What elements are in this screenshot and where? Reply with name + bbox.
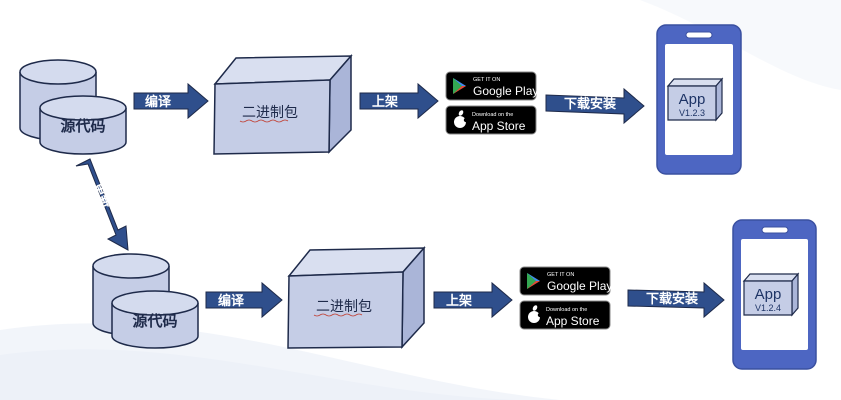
binary-package-box-updated: 二进制包	[287, 246, 426, 349]
compile-label: 编译	[218, 293, 245, 309]
app-store-small-text: Download on the	[472, 112, 513, 118]
download-arrow: 下载安装	[627, 281, 725, 319]
app-store-badge[interactable]: Download on the App Store	[445, 105, 537, 135]
app-store-big-text: App Store	[546, 314, 600, 328]
app-box: App V1.2.4	[742, 272, 800, 317]
compile-arrow: 编译	[205, 281, 283, 319]
google-play-badge[interactable]: GET IT ON Google Play	[519, 266, 612, 296]
binary-package-label: 二进制包	[242, 105, 298, 121]
update-label: 更新	[89, 180, 114, 210]
publish-arrow: 上架	[433, 281, 513, 319]
google-play-big-text: Google Play	[473, 84, 538, 98]
google-play-badge[interactable]: GET IT ON Google Play	[445, 71, 538, 101]
app-store-badge[interactable]: Download on the App Store	[519, 300, 611, 330]
compile-arrow: 编译	[133, 82, 209, 120]
app-name: App	[755, 286, 782, 303]
apple-icon	[528, 305, 543, 323]
app-version: V1.2.4	[755, 303, 781, 313]
app-version: V1.2.3	[679, 108, 705, 118]
publish-label: 上架	[446, 293, 472, 309]
app-store-big-text: App Store	[472, 119, 526, 133]
source-code-database-updated: 源代码	[92, 253, 199, 349]
phone-device-updated: App V1.2.4	[732, 219, 817, 370]
binary-package-box: 二进制包	[213, 54, 353, 155]
app-name: App	[679, 91, 706, 108]
source-code-label: 源代码	[60, 117, 105, 135]
phone-device: App V1.2.3	[656, 24, 742, 175]
compile-label: 编译	[145, 94, 172, 110]
google-play-big-text: Google Play	[547, 279, 612, 293]
binary-package-label: 二进制包	[316, 299, 372, 315]
update-arrow: 更新	[75, 158, 129, 251]
apple-icon	[454, 110, 469, 128]
source-code-database: 源代码	[19, 59, 127, 155]
google-play-small-text: GET IT ON	[473, 77, 500, 83]
download-arrow: 下载安装	[545, 87, 645, 125]
google-play-small-text: GET IT ON	[547, 272, 574, 278]
app-store-small-text: Download on the	[546, 307, 587, 313]
download-label: 下载安装	[646, 291, 698, 307]
app-box: App V1.2.3	[666, 77, 724, 122]
publish-arrow: 上架	[359, 82, 439, 120]
publish-label: 上架	[372, 94, 398, 110]
source-code-label: 源代码	[132, 312, 177, 330]
download-label: 下载安装	[564, 96, 616, 112]
